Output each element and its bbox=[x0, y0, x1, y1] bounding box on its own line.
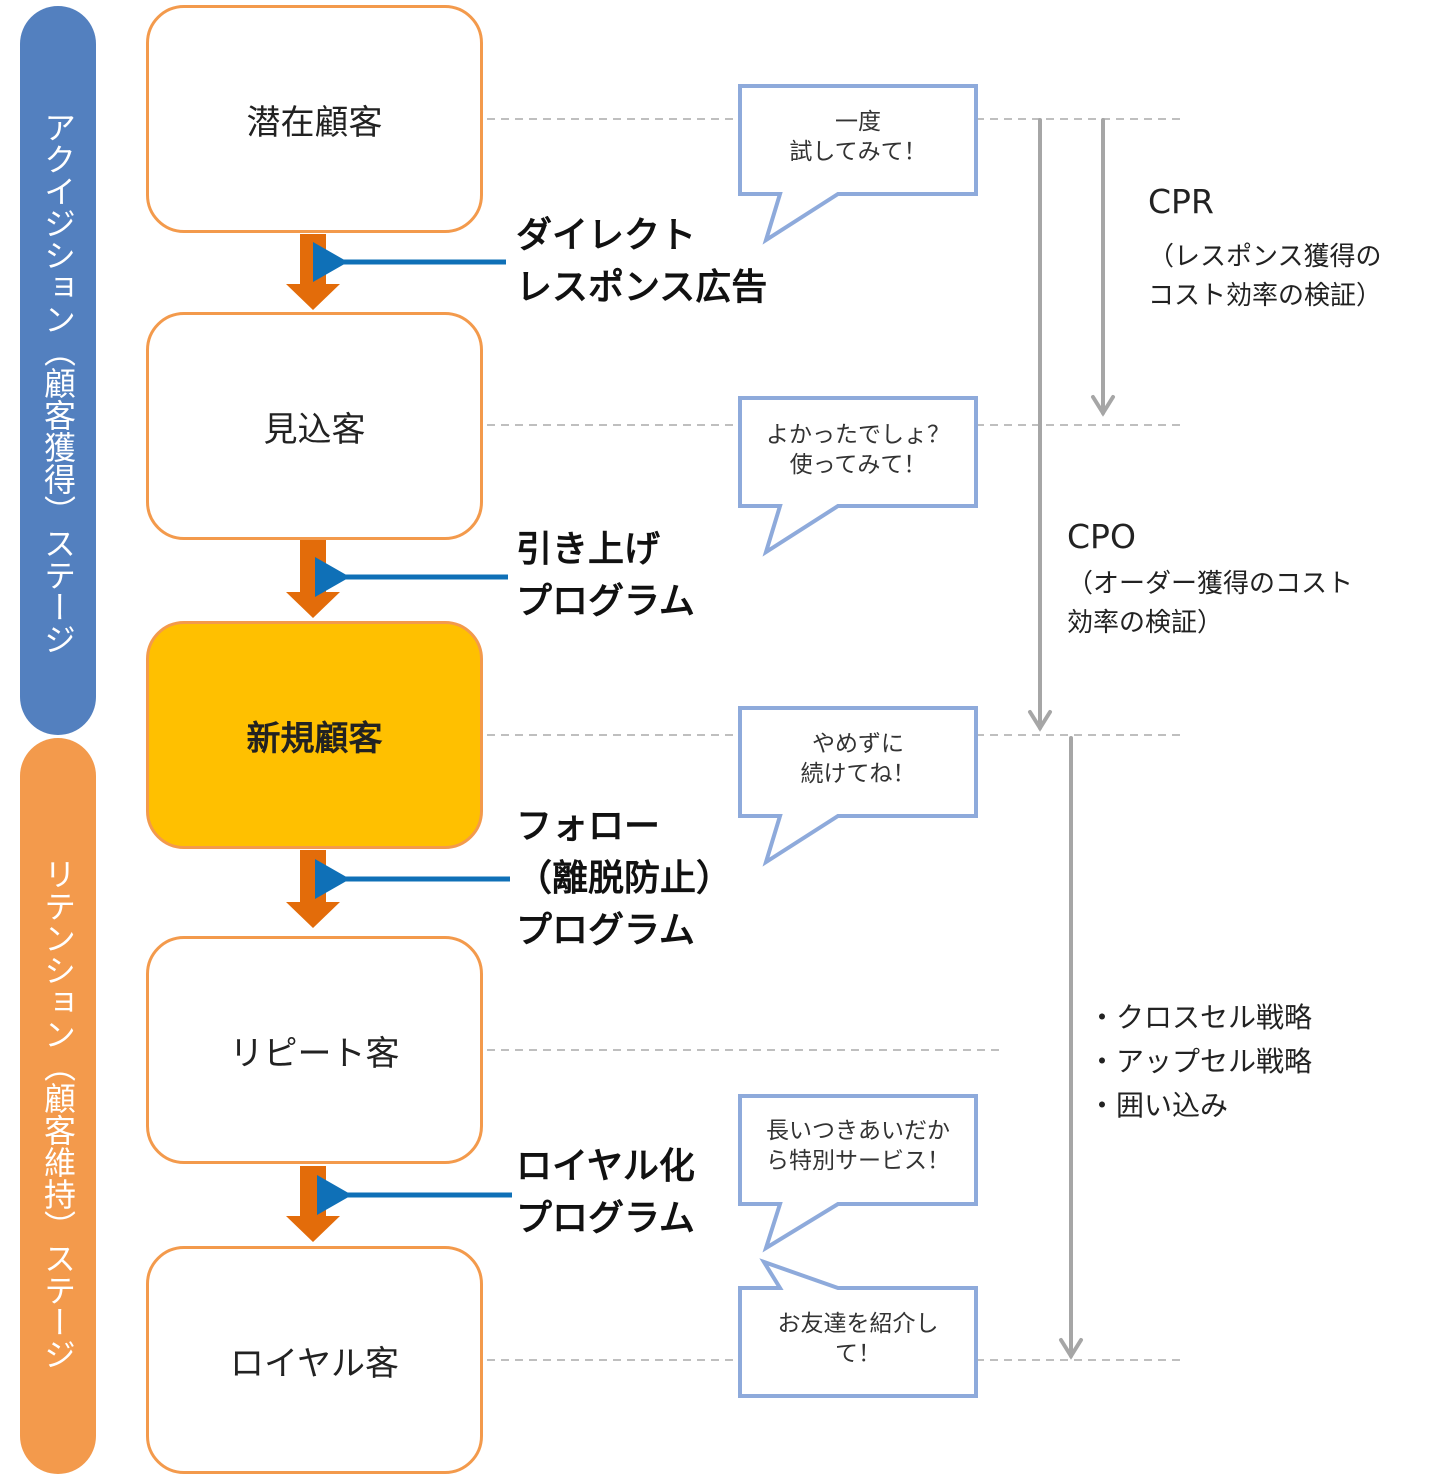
bubble-2-text: よかったでしょ？ 使ってみて！ bbox=[742, 420, 974, 480]
program-line: プログラム bbox=[516, 581, 695, 622]
strategy-item: ・クロスセル戦略 bbox=[1088, 1001, 1313, 1034]
cpr-title: CPR bbox=[1148, 182, 1214, 221]
box-repeat-customer: リピート客 bbox=[146, 936, 483, 1164]
cpr-sub-line: （レスポンス獲得の bbox=[1148, 242, 1382, 272]
cpr-range-head bbox=[1091, 395, 1115, 417]
bubble-line: ら特別サービス！ bbox=[766, 1148, 950, 1174]
box-new-customer: 新規顧客 bbox=[146, 621, 483, 849]
cpr-sub-line: コスト効率の検証） bbox=[1148, 281, 1383, 311]
bubble-1-text: 一度 試してみて！ bbox=[742, 107, 974, 167]
range-arrows bbox=[1028, 118, 1115, 1360]
bubble-line: よかったでしょ？ bbox=[766, 422, 950, 448]
retention-strategies: ・クロスセル戦略 ・アップセル戦略 ・囲い込み bbox=[1088, 996, 1312, 1128]
program-line: レスポンス広告 bbox=[516, 267, 768, 308]
acquisition-stage-bar: アクイジション（顧客獲得）ステージ bbox=[20, 6, 96, 735]
down-arrow-3 bbox=[286, 850, 340, 928]
program-line: 引き上げ bbox=[516, 529, 661, 570]
box-potential-customer: 潜在顧客 bbox=[146, 5, 483, 233]
cpo-metric: CPO （オーダー獲得のコスト 効率の検証） bbox=[1067, 517, 1353, 643]
program-arrows bbox=[313, 242, 512, 1215]
bubble-4-text: 長いつきあいだか ら特別サービス！ bbox=[742, 1116, 974, 1176]
cpo-sub-line: （オーダー獲得のコスト bbox=[1067, 569, 1354, 599]
bubble-line: 使ってみて！ bbox=[789, 452, 927, 478]
bubble-line: て！ bbox=[835, 1341, 881, 1367]
program-direct-response: ダイレクト レスポンス広告 bbox=[516, 210, 767, 314]
bubble-line: 試してみて！ bbox=[789, 139, 927, 165]
program-follow: フォロー （離脱防止） プログラム bbox=[516, 801, 732, 957]
speech-bubbles bbox=[738, 84, 978, 1398]
cpo-title: CPO bbox=[1067, 517, 1136, 556]
strategy-item: ・囲い込み bbox=[1088, 1089, 1229, 1122]
strategy-item: ・アップセル戦略 bbox=[1088, 1045, 1313, 1078]
down-arrow-4 bbox=[286, 1166, 340, 1242]
dashed-guides bbox=[487, 118, 1180, 1361]
bubble-1 bbox=[738, 84, 978, 245]
program-upgrade: 引き上げ プログラム bbox=[516, 524, 695, 628]
cpo-sub-line: 効率の検証） bbox=[1067, 608, 1224, 638]
program-line: プログラム bbox=[516, 1198, 695, 1239]
program-line: （離脱防止） bbox=[516, 858, 733, 899]
bubble-line: お友達を紹介し bbox=[777, 1311, 939, 1337]
bubble-line: 長いつきあいだか bbox=[766, 1118, 950, 1144]
retention-range-head bbox=[1059, 1338, 1083, 1360]
acquisition-stage-label: アクイジション（顧客獲得）ステージ bbox=[39, 111, 77, 655]
retention-stage-bar: リテンション（顧客維持）ステージ bbox=[20, 738, 96, 1474]
program-loyalty: ロイヤル化 プログラム bbox=[516, 1141, 695, 1245]
program-line: フォロー bbox=[516, 806, 661, 847]
box-loyal-customer: ロイヤル客 bbox=[146, 1246, 483, 1474]
cpo-range-head bbox=[1028, 710, 1052, 732]
bubble-5 bbox=[738, 1258, 978, 1398]
bubble-5-text: お友達を紹介し て！ bbox=[742, 1309, 974, 1369]
down-arrow-1 bbox=[286, 234, 340, 310]
bubble-line: やめずに bbox=[812, 731, 904, 757]
program-line: ロイヤル化 bbox=[516, 1146, 695, 1187]
down-arrow-2 bbox=[286, 540, 340, 618]
bubble-4 bbox=[738, 1094, 978, 1253]
bubble-line: 続けてね！ bbox=[800, 761, 916, 787]
bubble-3 bbox=[738, 706, 978, 867]
program-line: プログラム bbox=[516, 910, 695, 951]
retention-stage-label: リテンション（顧客維持）ステージ bbox=[39, 858, 77, 1370]
cpr-metric: CPR （レスポンス獲得の コスト効率の検証） bbox=[1148, 182, 1382, 316]
box-prospect: 見込客 bbox=[146, 312, 483, 540]
bubble-3-text: やめずに 続けてね！ bbox=[742, 729, 974, 789]
bubble-line: 一度 bbox=[835, 109, 881, 135]
bubble-2 bbox=[738, 396, 978, 557]
program-line: ダイレクト bbox=[516, 215, 697, 256]
